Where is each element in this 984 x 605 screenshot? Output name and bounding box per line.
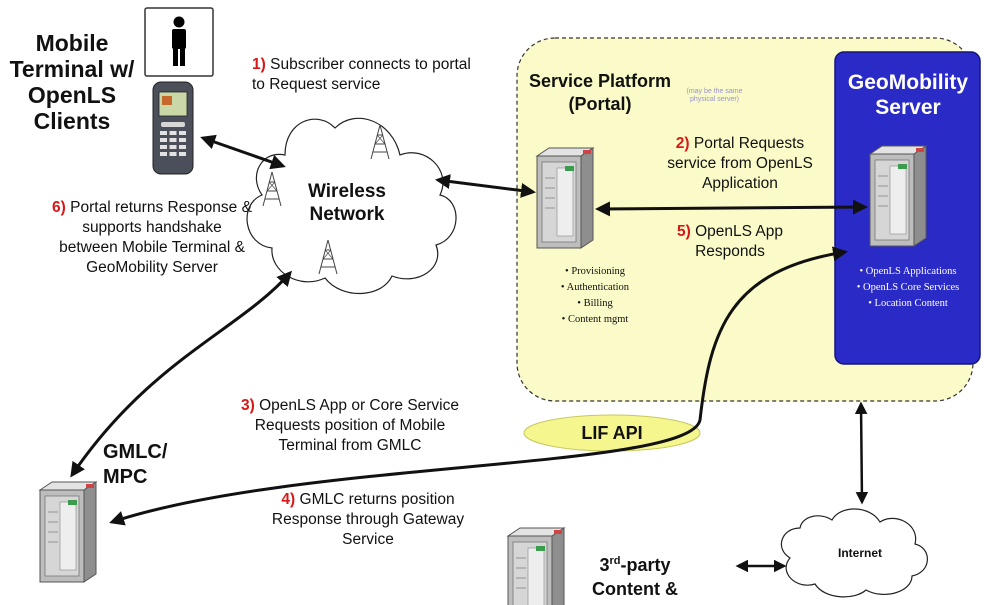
gmlc-server-icon (39, 481, 97, 583)
step-5: 5) OpenLS App Responds (660, 222, 800, 262)
step-4-number: 4) (281, 491, 296, 508)
third-party-text: -party (620, 555, 671, 575)
third-party-label: 3rd-party Content & (570, 549, 700, 601)
internet-label: Internet (837, 546, 882, 560)
step-3: 3) OpenLS App or Core Service Requests p… (235, 396, 465, 456)
geomobility-service-item: OpenLS Applications (843, 264, 973, 280)
step-3-number: 3) (241, 397, 255, 414)
arrow-portal-geomobility (595, 199, 868, 217)
step-6-text: Portal returns Response & supports hands… (59, 199, 252, 276)
step-1: 1) Subscriber connects to portal to Requ… (252, 55, 482, 95)
step-2: 2) Portal Requests service from OpenLS A… (650, 134, 830, 194)
third-party-sup: rd (609, 555, 621, 567)
step-1-number: 1) (252, 56, 266, 73)
mobile-terminal-label: Mobile Terminal w/ OpenLS Clients (9, 30, 135, 134)
wireless-network-label: Wireless Network (308, 181, 386, 225)
geomobility-server-label: GeoMobility Server (847, 71, 969, 119)
geomobility-services-list: OpenLS Applications OpenLS Core Services… (843, 264, 973, 312)
service-platform-label: Service Platform (Portal) (528, 71, 672, 114)
portal-server-icon (536, 147, 594, 249)
third-party-line2: Content & (592, 579, 678, 599)
person-icon (144, 7, 214, 77)
arrow-mobile-wireless (200, 134, 286, 170)
arrow-geomobility-internet (854, 401, 869, 505)
portal-services-list: Provisioning Authentication Billing Cont… (540, 264, 650, 328)
service-platform-note: (may be the same physical server) (686, 88, 743, 103)
portal-service-item: Authentication (540, 280, 650, 296)
lif-api-label: LIF API (581, 423, 643, 443)
geomobility-service-item: Location Content (843, 296, 973, 312)
step-5-number: 5) (676, 223, 691, 240)
portal-service-item: Content mgmt (540, 312, 650, 328)
step-6-number: 6) (52, 199, 66, 216)
step-4-text: GMLC returns position Response through G… (271, 491, 465, 548)
arrow-geomobility-gmlc (109, 246, 848, 526)
portal-service-item: Billing (540, 296, 650, 312)
step-2-number: 2) (675, 135, 690, 152)
third-party-num: 3 (599, 555, 610, 575)
mobile-phone-icon (152, 81, 194, 175)
step-4: 4) GMLC returns position Response throug… (268, 490, 468, 550)
step-2-text: Portal Requests service from OpenLS Appl… (667, 135, 813, 192)
step-6: 6) Portal returns Response & supports ha… (52, 198, 252, 278)
step-3-text: OpenLS App or Core Service Requests posi… (254, 397, 459, 454)
geomobility-service-item: OpenLS Core Services (843, 280, 973, 296)
gmlc-label: GMLC/ MPC (103, 441, 168, 488)
step-5-text: OpenLS App Responds (695, 223, 784, 260)
third-party-server-icon (507, 527, 565, 605)
step-1-text: Subscriber connects to portal to Request… (252, 56, 471, 93)
geomobility-server-icon (869, 145, 927, 247)
portal-service-item: Provisioning (540, 264, 650, 280)
arrow-wireless-portal (435, 174, 536, 198)
